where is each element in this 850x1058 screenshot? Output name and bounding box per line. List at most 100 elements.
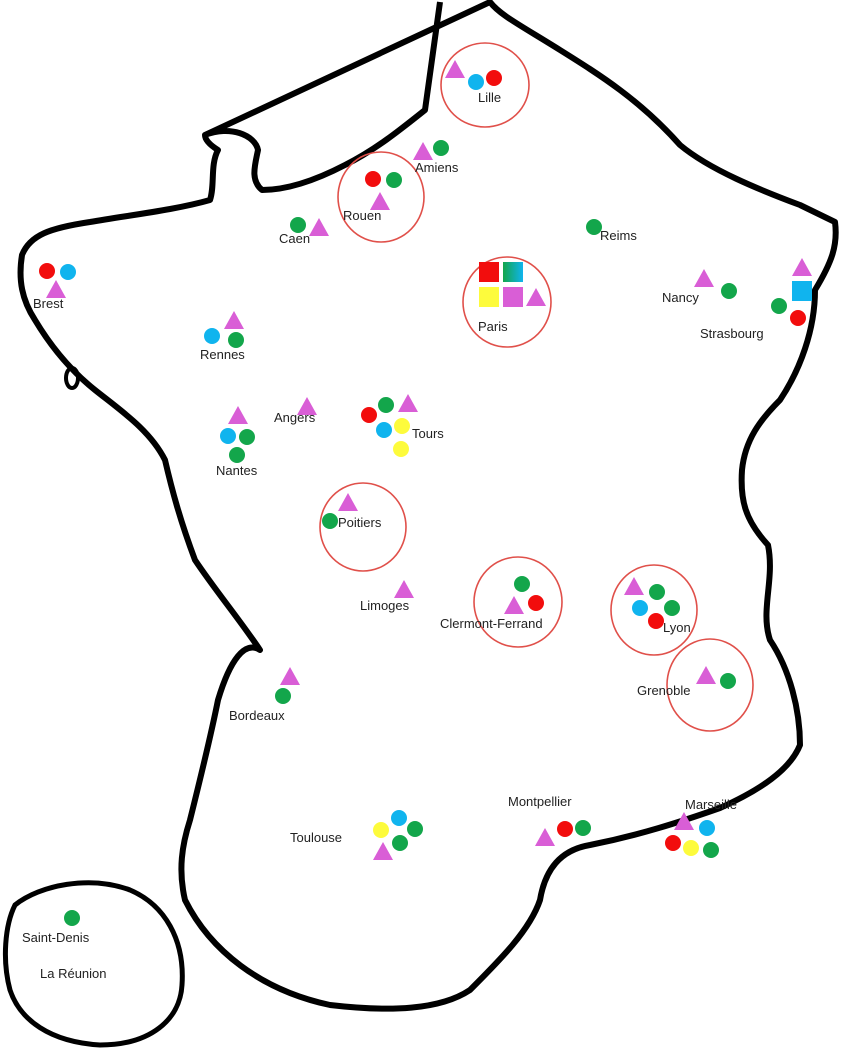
marker-triangle-magenta xyxy=(526,288,546,306)
marker-circle-green xyxy=(703,842,719,858)
city-label-reims: Reims xyxy=(600,228,637,243)
marker-triangle-magenta xyxy=(309,218,329,236)
marker-circle-red xyxy=(528,595,544,611)
marker-circle-green xyxy=(275,688,291,704)
marker-circle-blue xyxy=(220,428,236,444)
highlight-ring-grenoble xyxy=(666,638,754,732)
marker-triangle-magenta xyxy=(46,280,66,298)
city-label-clermont-ferrand: Clermont-Ferrand xyxy=(440,616,543,631)
marker-circle-blue xyxy=(60,264,76,280)
marker-square-green-blue xyxy=(503,262,523,282)
marker-triangle-magenta xyxy=(413,142,433,160)
city-label-rennes: Rennes xyxy=(200,347,245,362)
marker-square-yellow xyxy=(479,287,499,307)
marker-circle-blue xyxy=(391,810,407,826)
marker-triangle-magenta xyxy=(373,842,393,860)
marker-square-blue xyxy=(792,281,812,301)
city-label-angers: Angers xyxy=(274,410,316,425)
marker-circle-blue xyxy=(468,74,484,90)
marker-triangle-magenta xyxy=(297,397,317,415)
city-label-limoges: Limoges xyxy=(360,598,410,613)
highlight-ring-lyon xyxy=(610,564,698,656)
marker-circle-green xyxy=(586,219,602,235)
marker-circle-blue xyxy=(376,422,392,438)
marker-triangle-magenta xyxy=(228,406,248,424)
marker-circle-green xyxy=(771,298,787,314)
marker-circle-green xyxy=(392,835,408,851)
marker-circle-green xyxy=(575,820,591,836)
marker-triangle-magenta xyxy=(504,596,524,614)
city-label-rouen: Rouen xyxy=(343,208,381,223)
city-label-grenoble: Grenoble xyxy=(637,683,690,698)
marker-circle-red xyxy=(665,835,681,851)
marker-triangle-magenta xyxy=(696,666,716,684)
city-label-toulouse: Toulouse xyxy=(290,830,342,845)
marker-circle-yellow xyxy=(394,418,410,434)
marker-circle-red xyxy=(648,613,664,629)
marker-triangle-magenta xyxy=(694,269,714,287)
marker-circle-green xyxy=(290,217,306,233)
marker-circle-yellow xyxy=(683,840,699,856)
city-label-nantes: Nantes xyxy=(216,463,258,478)
reunion-outline xyxy=(2,880,185,1048)
marker-circle-green xyxy=(228,332,244,348)
marker-circle-green xyxy=(239,429,255,445)
marker-triangle-magenta xyxy=(280,667,300,685)
highlight-ring-paris xyxy=(462,256,552,348)
marker-circle-yellow xyxy=(373,822,389,838)
marker-circle-green xyxy=(649,584,665,600)
marker-circle-green xyxy=(721,283,737,299)
city-label-nancy: Nancy xyxy=(662,290,699,305)
marker-circle-red xyxy=(557,821,573,837)
city-label-bordeaux: Bordeaux xyxy=(229,708,285,723)
city-label-strasbourg: Strasbourg xyxy=(700,326,764,341)
marker-circle-green xyxy=(664,600,680,616)
marker-circle-green xyxy=(514,576,530,592)
marker-circle-red xyxy=(361,407,377,423)
city-label-lyon: Lyon xyxy=(663,620,691,635)
city-label-marseille: Marseille xyxy=(685,797,737,812)
highlight-ring-poitiers xyxy=(319,482,407,572)
city-label-montpellier: Montpellier xyxy=(508,794,572,809)
city-label-paris: Paris xyxy=(478,319,508,334)
mainland-outline xyxy=(17,0,839,1012)
city-label-saint-denis: Saint-Denis xyxy=(22,930,90,945)
marker-triangle-magenta xyxy=(224,311,244,329)
marker-circle-red xyxy=(39,263,55,279)
marker-circle-blue xyxy=(204,328,220,344)
highlight-ring-clermont-ferrand xyxy=(473,556,563,648)
marker-triangle-magenta xyxy=(445,60,465,78)
city-label-lille: Lille xyxy=(478,90,501,105)
marker-circle-green xyxy=(386,172,402,188)
marker-circle-blue xyxy=(632,600,648,616)
marker-circle-green xyxy=(720,673,736,689)
highlight-ring-lille xyxy=(440,42,530,128)
marker-circle-green xyxy=(378,397,394,413)
marker-circle-green xyxy=(322,513,338,529)
marker-circle-green xyxy=(407,821,423,837)
city-label-caen: Caen xyxy=(279,231,310,246)
marker-triangle-magenta xyxy=(792,258,812,276)
marker-square-red xyxy=(479,262,499,282)
marker-circle-red xyxy=(486,70,502,86)
marker-triangle-magenta xyxy=(674,812,694,830)
marker-triangle-magenta xyxy=(535,828,555,846)
marker-square-magenta xyxy=(503,287,523,307)
city-label-poitiers: Poitiers xyxy=(338,515,382,530)
marker-triangle-magenta xyxy=(338,493,358,511)
marker-triangle-magenta xyxy=(398,394,418,412)
city-label-amiens: Amiens xyxy=(415,160,459,175)
marker-circle-yellow xyxy=(393,441,409,457)
marker-circle-green xyxy=(64,910,80,926)
marker-circle-green xyxy=(229,447,245,463)
marker-triangle-magenta xyxy=(370,192,390,210)
reunion-label: La Réunion xyxy=(40,966,107,981)
city-label-tours: Tours xyxy=(412,426,444,441)
marker-triangle-magenta xyxy=(624,577,644,595)
marker-circle-green xyxy=(433,140,449,156)
marker-circle-blue xyxy=(699,820,715,836)
city-label-brest: Brest xyxy=(33,296,64,311)
highlight-ring-rouen xyxy=(337,151,425,243)
marker-triangle-magenta xyxy=(394,580,414,598)
